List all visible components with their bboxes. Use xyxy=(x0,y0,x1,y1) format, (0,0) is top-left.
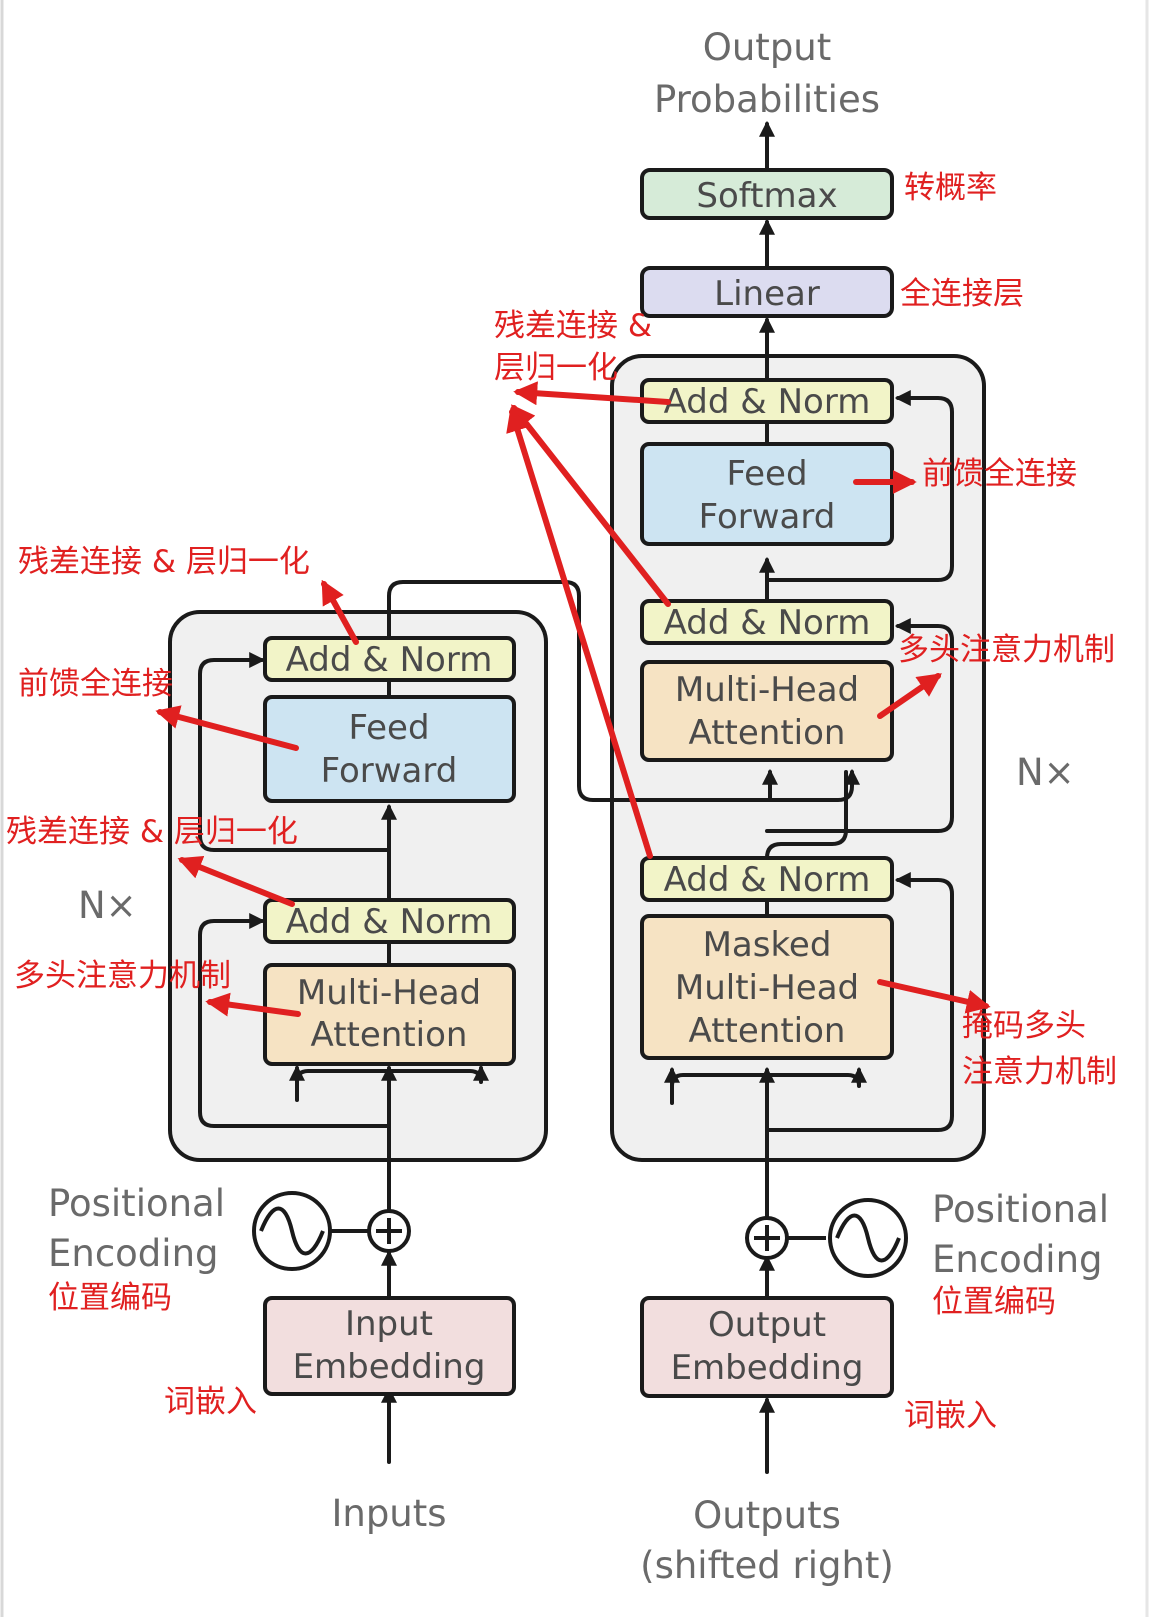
annotation-pos-enc-right: 位置编码 xyxy=(932,1284,1056,1320)
arrow-dec-addnorm-top-b xyxy=(511,404,671,607)
enc-feed-forward-label-1: Feed xyxy=(348,708,429,748)
arrow-enc-addnorm-bottom xyxy=(177,855,295,907)
dec-feed-forward-label-1: Feed xyxy=(726,454,807,494)
inputs-label: Inputs xyxy=(331,1492,446,1535)
outputs-label-2: (shifted right) xyxy=(640,1544,894,1587)
annotation-enc-feed-forward: 前馈全连接 xyxy=(18,666,173,702)
output-embedding-label-1: Output xyxy=(708,1305,826,1345)
arrow-dec-addnorm-top-c xyxy=(506,407,653,859)
output-embedding-label-2: Embedding xyxy=(671,1348,864,1388)
output-embedding: Output Embedding xyxy=(640,1296,894,1398)
positional-encoding-left-label-1: Positional xyxy=(48,1182,225,1225)
enc-multi-head-label-2: Attention xyxy=(311,1015,468,1055)
encoder-stack xyxy=(168,610,548,1162)
dec-masked-label-3: Attention xyxy=(689,1011,846,1051)
positional-encoding-right-label-2: Encoding xyxy=(932,1238,1103,1281)
annotation-dec-multi-head: 多头注意力机制 xyxy=(898,632,1115,668)
annotation-dec-feed-forward: 前馈全连接 xyxy=(922,456,1077,492)
enc-feed-forward-label-2: Forward xyxy=(321,751,458,791)
input-embedding-label-2: Embedding xyxy=(293,1347,486,1387)
enc-add-norm-top: Add & Norm xyxy=(263,636,516,682)
dec-add-norm-mid: Add & Norm xyxy=(640,599,894,645)
softmax-block: Softmax xyxy=(640,168,894,220)
arrow-dec-masked xyxy=(877,979,991,1014)
decoder-nx-label: N× xyxy=(1016,751,1075,794)
annotation-output-embedding: 词嵌入 xyxy=(904,1398,997,1434)
enc-multi-head-attention: Multi-Head Attention xyxy=(263,963,516,1066)
dec-add-norm-top: Add & Norm xyxy=(640,378,894,424)
dec-add-norm-mid-label: Add & Norm xyxy=(664,603,871,643)
output-probabilities-label-1: Output xyxy=(703,26,832,69)
annotation-dec-masked-2: 注意力机制 xyxy=(962,1054,1117,1090)
linear-label: Linear xyxy=(714,274,820,314)
dec-multi-head-label-2: Attention xyxy=(689,713,846,753)
dec-add-norm-bottom-label: Add & Norm xyxy=(664,860,871,900)
softmax-label: Softmax xyxy=(696,176,837,216)
annotation-dec-add-norm-top-1: 残差连接 & xyxy=(494,308,652,344)
dec-multi-head-label-1: Multi-Head xyxy=(675,670,859,710)
arrow-dec-addnorm-top-a xyxy=(513,381,671,406)
annotation-enc-multi-head: 多头注意力机制 xyxy=(14,958,231,994)
enc-add-norm-bottom: Add & Norm xyxy=(263,898,516,944)
arrow-enc-ff xyxy=(155,705,299,751)
annotation-enc-add-norm-top: 残差连接 & 层归一化 xyxy=(18,544,310,580)
dec-add-norm-bottom: Add & Norm xyxy=(640,856,894,902)
linear-block: Linear xyxy=(640,266,894,318)
positional-encoding-right-label-1: Positional xyxy=(932,1188,1109,1231)
dec-feed-forward-label-2: Forward xyxy=(699,497,836,537)
annotation-input-embedding: 词嵌入 xyxy=(164,1384,257,1420)
arrow-enc-mha xyxy=(205,992,301,1017)
input-embedding: Input Embedding xyxy=(263,1296,516,1396)
output-probabilities-label-2: Probabilities xyxy=(654,78,880,121)
positional-encoding-right xyxy=(745,1198,908,1278)
outputs-label-1: Outputs xyxy=(693,1494,841,1537)
dec-masked-label-2: Multi-Head xyxy=(675,968,859,1008)
positional-encoding-left-label-2: Encoding xyxy=(48,1232,219,1275)
enc-feed-forward: Feed Forward xyxy=(263,695,516,803)
dec-multi-head-attention: Multi-Head Attention xyxy=(640,660,894,762)
enc-multi-head-label-1: Multi-Head xyxy=(297,973,481,1013)
annotation-dec-masked-1: 掩码多头 xyxy=(962,1008,1086,1044)
encoder-nx-label: N× xyxy=(78,884,137,927)
input-embedding-label-1: Input xyxy=(345,1304,433,1344)
enc-add-norm-top-label: Add & Norm xyxy=(286,640,493,680)
annotation-dec-add-norm-top-2: 层归一化 xyxy=(494,350,618,386)
annotation-enc-add-norm-bottom: 残差连接 & 层归一化 xyxy=(6,814,298,850)
dec-feed-forward: Feed Forward xyxy=(640,442,894,546)
enc-add-norm-bottom-label: Add & Norm xyxy=(286,902,493,942)
annotation-softmax: 转概率 xyxy=(904,170,997,206)
arrow-dec-mha xyxy=(877,673,942,719)
positional-encoding-left xyxy=(252,1191,411,1271)
annotation-pos-enc-left: 位置编码 xyxy=(48,1280,172,1316)
annotation-linear: 全连接层 xyxy=(900,276,1024,312)
dec-add-norm-top-label: Add & Norm xyxy=(664,382,871,422)
arrow-enc-addnorm-top xyxy=(321,579,359,645)
dec-masked-label-1: Masked xyxy=(703,925,832,965)
dec-masked-multi-head-attention: Masked Multi-Head Attention xyxy=(640,914,894,1060)
